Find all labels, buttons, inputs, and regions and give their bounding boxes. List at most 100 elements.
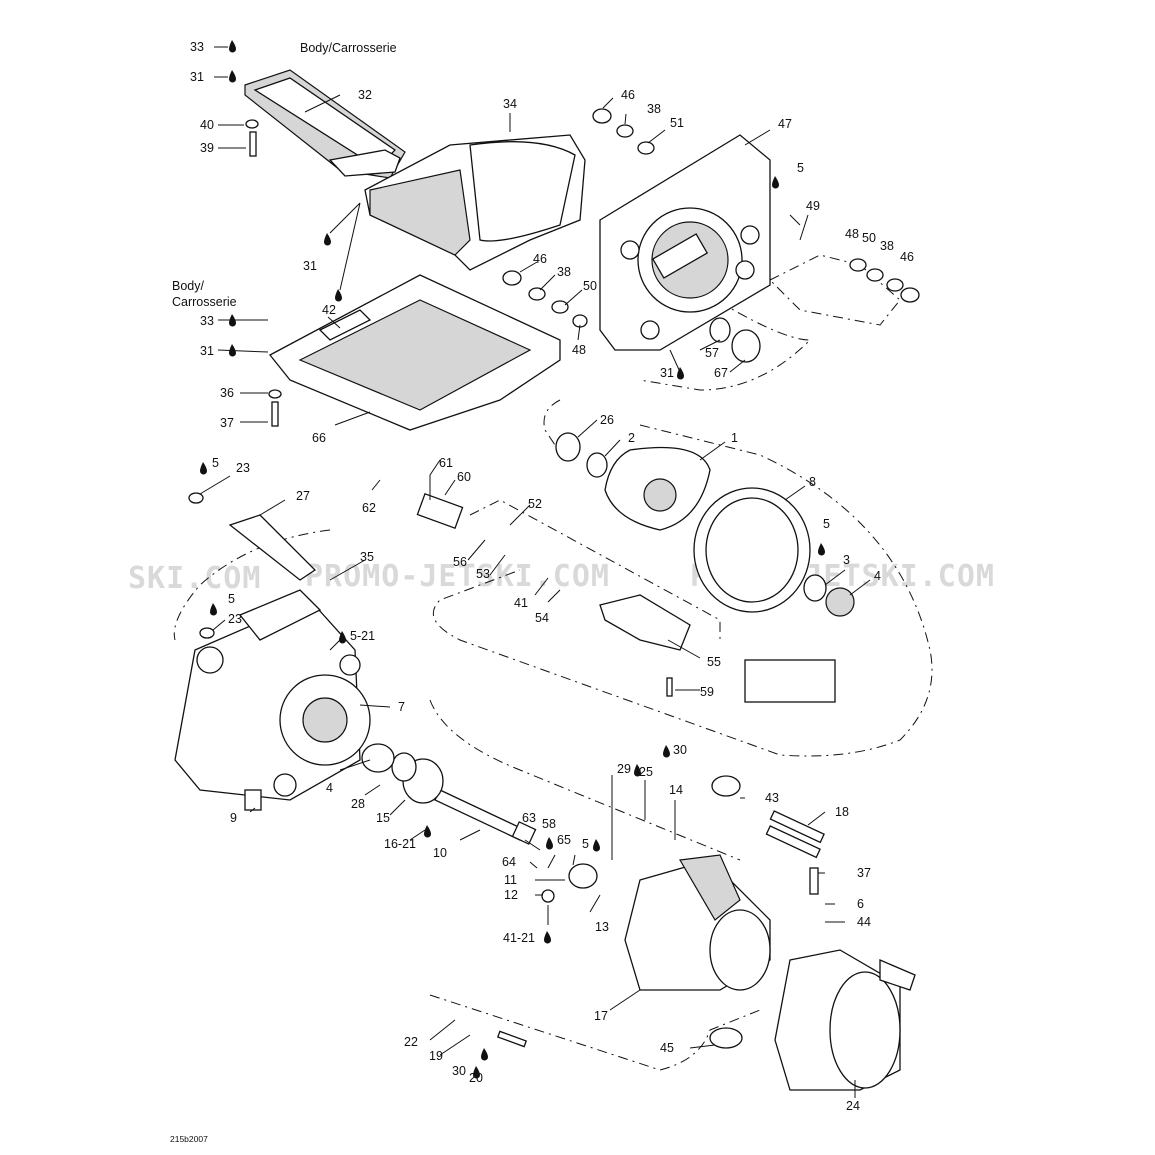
- callout-27: 27: [296, 489, 310, 503]
- drop-icon: [544, 931, 551, 944]
- outline-cable-group: [469, 499, 721, 640]
- callout-17: 17: [594, 1009, 608, 1023]
- outline-body-lower: [639, 289, 812, 391]
- fastener-shapes: [188, 108, 920, 1049]
- callout-25: 25: [639, 765, 653, 779]
- callout-47: 47: [778, 117, 792, 131]
- drawing-code: 215b2007: [170, 1134, 208, 1144]
- drop-icon: [210, 603, 217, 616]
- callout-28: 28: [351, 797, 365, 811]
- drop-icon: [634, 764, 641, 777]
- callout-54: 54: [535, 611, 549, 625]
- callout-5: 5: [228, 592, 235, 606]
- callout-22: 22: [404, 1035, 418, 1049]
- drop-icon: [772, 176, 779, 189]
- part-8-wear-ring: [693, 487, 811, 613]
- drop-icon: [677, 367, 684, 380]
- callout-31: 31: [660, 366, 674, 380]
- callout-31: 31: [190, 70, 204, 84]
- callout-16-21: 16-21: [384, 837, 416, 851]
- callout-5: 5: [582, 837, 589, 851]
- callout-41-21: 41-21: [503, 931, 535, 945]
- callout-11: 11: [504, 873, 517, 887]
- drop-icon: [663, 745, 670, 758]
- callout-43: 43: [765, 791, 779, 805]
- callout-7: 7: [398, 700, 405, 714]
- callout-30: 30: [673, 743, 687, 757]
- callout-4: 4: [326, 781, 333, 795]
- part-10-drive-shaft: [434, 789, 537, 845]
- callout-5: 5: [823, 517, 830, 531]
- callout-39: 39: [200, 141, 214, 155]
- sealant-drop-icons: [200, 40, 825, 1079]
- callout-31: 31: [200, 344, 214, 358]
- callout-8: 8: [809, 475, 816, 489]
- drop-icon: [229, 40, 236, 53]
- callout-60: 60: [457, 470, 471, 484]
- body-label-top: Body/Carrosserie: [300, 41, 397, 55]
- callout-40: 40: [200, 118, 214, 132]
- callout-10: 10: [433, 846, 447, 860]
- group-outlines: [173, 289, 933, 1071]
- callout-5-21: 5-21: [350, 629, 375, 643]
- drop-icon: [200, 462, 207, 475]
- callout-46: 46: [533, 252, 547, 266]
- part-7-pump-housing: [174, 589, 371, 801]
- callout-36: 36: [220, 386, 234, 400]
- callout-58: 58: [542, 817, 556, 831]
- outline-nozzle-group: [429, 994, 761, 1071]
- part-34-cover: [364, 134, 586, 271]
- drop-icon: [593, 839, 600, 852]
- callout-55: 55: [707, 655, 721, 669]
- callout-24: 24: [846, 1099, 860, 1113]
- callout-61: 61: [439, 456, 453, 470]
- callout-57: 57: [705, 346, 719, 360]
- drop-icon: [335, 289, 342, 302]
- callout-30: 30: [452, 1064, 466, 1078]
- part-27-cable: [228, 514, 317, 581]
- callout-64: 64: [502, 855, 516, 869]
- drop-icon: [546, 837, 553, 850]
- drop-icon: [481, 1048, 488, 1061]
- callout-50: 50: [583, 279, 597, 293]
- part-47-housing-plate: [599, 134, 771, 351]
- callout-23: 23: [236, 461, 250, 475]
- callout-31: 31: [303, 259, 317, 273]
- drop-icon: [473, 1066, 480, 1079]
- leader-lines: [199, 46, 871, 1098]
- callout-62: 62: [362, 501, 376, 515]
- callout-42: 42: [322, 303, 336, 317]
- callout-37: 37: [857, 866, 871, 880]
- callout-33: 33: [200, 314, 214, 328]
- drop-icon: [229, 70, 236, 83]
- part-steering-arm: [769, 254, 901, 326]
- callout-38: 38: [880, 239, 894, 253]
- callout-15: 15: [376, 811, 390, 825]
- callout-12: 12: [504, 888, 518, 902]
- callout-18: 18: [835, 805, 849, 819]
- callout-48: 48: [572, 343, 586, 357]
- body-labels: Body/Carrosserie Body/ Carrosserie: [172, 41, 397, 309]
- part-60-connector: [416, 492, 464, 530]
- part-32-plate: [244, 69, 406, 179]
- callout-35: 35: [360, 550, 374, 564]
- callout-59: 59: [700, 685, 714, 699]
- callout-2: 2: [628, 431, 635, 445]
- drop-icon: [424, 825, 431, 838]
- drop-icon: [818, 543, 825, 556]
- callout-44: 44: [857, 915, 871, 929]
- drop-icon: [339, 631, 346, 644]
- callout-6: 6: [857, 897, 864, 911]
- callout-67: 67: [714, 366, 728, 380]
- callout-4: 4: [874, 569, 881, 583]
- part-1-impeller: [604, 446, 711, 531]
- part-17-venturi: [624, 854, 771, 991]
- body-label-middle-line2: Carrosserie: [172, 295, 237, 309]
- callout-52: 52: [528, 497, 542, 511]
- callout-51: 51: [670, 116, 684, 130]
- callout-14: 14: [669, 783, 683, 797]
- callout-53: 53: [476, 567, 490, 581]
- callout-29: 29: [617, 762, 631, 776]
- drop-icon: [229, 314, 236, 327]
